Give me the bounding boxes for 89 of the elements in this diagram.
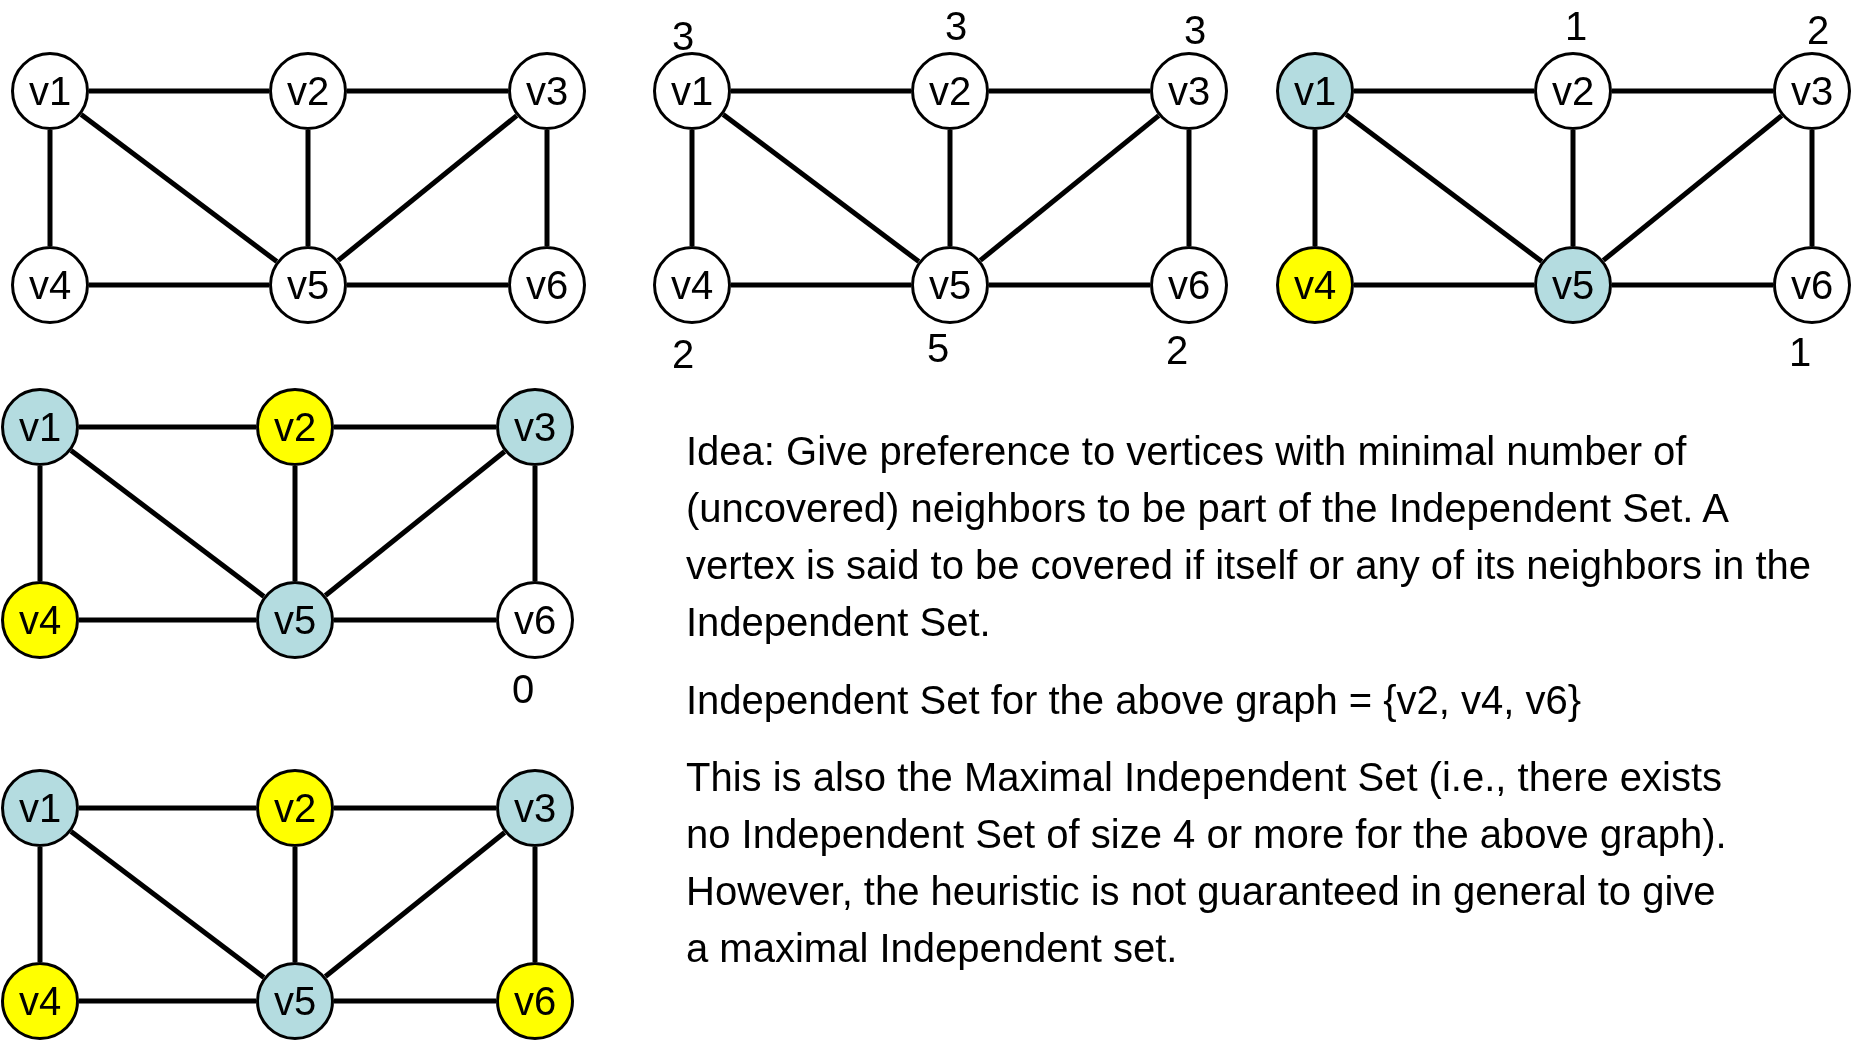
vertex-label: v1	[18, 788, 62, 828]
degree-label: 1	[1564, 6, 1588, 46]
edge-line	[79, 617, 256, 623]
vertex-label: v3	[1790, 71, 1834, 111]
edge-line	[79, 424, 256, 430]
note-text: Idea: Give preference to vertices with minimal number of (uncovered) neighbors to be part of the Independent Set. A vertex is said to be covered if itself or any of its neighbors in the Independent Set.	[686, 428, 1813, 646]
edge-line	[544, 130, 550, 246]
edge-line	[1809, 130, 1815, 246]
degree-label: 3	[1183, 10, 1207, 50]
vertex-label: v6	[1790, 265, 1834, 305]
degree-label: 3	[671, 16, 695, 56]
vertex-label: v2	[1551, 71, 1595, 111]
vertex-label: v6	[525, 265, 569, 305]
vertex-label: v2	[286, 71, 330, 111]
vertex-label: v2	[273, 407, 317, 447]
edge-line	[89, 282, 269, 288]
edge-line	[1312, 130, 1318, 246]
edge-line	[1354, 88, 1534, 94]
vertex-label: v5	[273, 981, 317, 1021]
edge-line	[1612, 88, 1773, 94]
edge-line	[347, 88, 508, 94]
vertex-label: v5	[1551, 265, 1595, 305]
vertex-label: v2	[928, 71, 972, 111]
edge-line	[79, 998, 256, 1004]
edge-line	[989, 88, 1150, 94]
edge-line	[334, 805, 496, 811]
vertex-label: v6	[513, 600, 557, 640]
vertex-label: v4	[18, 600, 62, 640]
edge-line	[323, 830, 507, 979]
edge-line	[323, 449, 507, 598]
edge-line	[292, 466, 298, 581]
vertex-label: v1	[28, 71, 72, 111]
edge-line	[978, 113, 1161, 263]
note-text: Independent Set for the above graph = {v2, v4, v6}	[686, 677, 1583, 724]
degree-label: 2	[1165, 330, 1189, 370]
vertex-label: v3	[513, 407, 557, 447]
vertex-label: v4	[28, 265, 72, 305]
degree-label: 1	[1788, 332, 1812, 372]
vertex-label: v1	[18, 407, 62, 447]
edge-line	[1186, 130, 1192, 246]
degree-label: 2	[671, 334, 695, 374]
edge-line	[689, 130, 695, 246]
vertex-label: v5	[273, 600, 317, 640]
edge-line	[336, 113, 519, 263]
edge-line	[334, 998, 496, 1004]
degree-label: 5	[926, 328, 950, 368]
vertex-label: v5	[928, 265, 972, 305]
edge-line	[69, 829, 266, 980]
vertex-label: v6	[513, 981, 557, 1021]
vertex-label: v3	[525, 71, 569, 111]
vertex-label: v4	[670, 265, 714, 305]
vertex-label: v5	[286, 265, 330, 305]
edge-line	[532, 847, 538, 962]
vertex-label: v4	[18, 981, 62, 1021]
edge-line	[1344, 112, 1544, 264]
edge-line	[79, 805, 256, 811]
edge-line	[334, 617, 496, 623]
vertex-circle	[256, 962, 334, 1040]
vertex-label: v1	[670, 71, 714, 111]
vertex-label: v4	[1293, 265, 1337, 305]
edge-line	[79, 112, 279, 264]
degree-label: 3	[944, 6, 968, 46]
edge-line	[1354, 282, 1534, 288]
edge-line	[989, 282, 1150, 288]
edge-line	[1570, 130, 1576, 246]
edge-line	[334, 424, 496, 430]
vertex-label: v3	[513, 788, 557, 828]
edge-line	[1601, 113, 1784, 263]
edge-line	[292, 847, 298, 962]
degree-label: 2	[1806, 10, 1830, 50]
edge-line	[721, 112, 921, 264]
edge-line	[89, 88, 269, 94]
edge-line	[1612, 282, 1773, 288]
vertex-label: v3	[1167, 71, 1211, 111]
edge-line	[305, 130, 311, 246]
edge-line	[47, 130, 53, 246]
edge-line	[532, 466, 538, 581]
edge-line	[69, 448, 266, 599]
edge-line	[37, 847, 43, 962]
vertex-label: v1	[1293, 71, 1337, 111]
edge-line	[37, 466, 43, 581]
edge-line	[731, 88, 911, 94]
edge-line	[347, 282, 508, 288]
degree-label: 0	[511, 669, 535, 709]
note-text: This is also the Maximal Independent Set (i.e., there exists no Independent Set of size 4 or more for the above graph). However, the heuristic is not guaranteed in general to give a maximal Independent set.	[686, 754, 1728, 972]
edge-line	[731, 282, 911, 288]
vertex-label: v2	[273, 788, 317, 828]
edge-line	[947, 130, 953, 246]
vertex-label: v6	[1167, 265, 1211, 305]
